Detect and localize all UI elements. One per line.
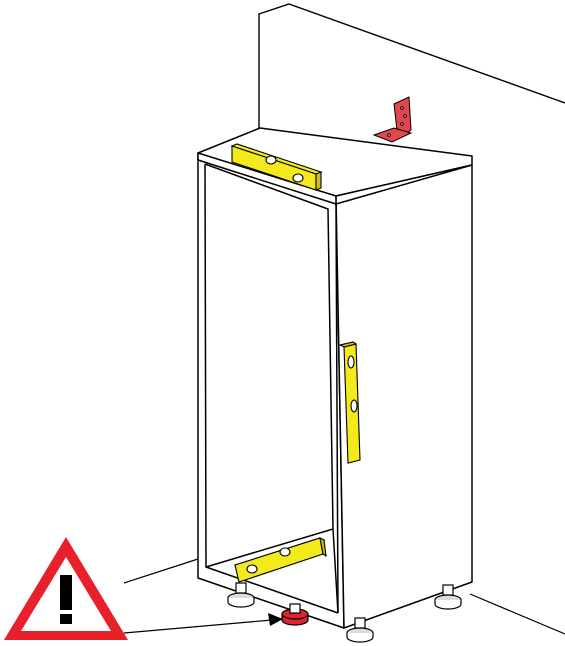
foot-base-rim [346,633,374,643]
foot-base-rim [227,598,255,608]
cabinet-bottom-inner-edge [205,566,339,614]
warning-pointer [123,613,283,634]
level-vial [347,355,355,369]
bracket-vertical-plate [393,96,412,140]
adjustable-foot-icon [434,584,462,610]
level-vial [265,155,277,165]
bracket-hole [400,122,404,126]
foot-stem [235,582,247,594]
cabinet-bottom-inner-back [332,528,339,614]
shim-pad-icon [281,603,309,626]
cabinet-top-front-edge [197,159,337,205]
pointer-line [123,619,273,634]
adjustable-foot-icon [227,582,255,608]
level-vial [292,173,304,183]
level-vial [279,547,291,557]
spirit-level-icon [338,341,361,464]
floor-line-right [469,593,565,635]
floor-lines [123,558,565,635]
wall-outline [258,3,565,137]
floor-line-left [123,558,199,584]
adjustable-foot-icon [346,617,374,643]
cabinet-side-inner [335,203,339,614]
bracket-hole [403,114,407,118]
level-end-face [315,171,322,191]
foot-stem [354,617,366,629]
wall [258,3,565,137]
foot-stem [442,584,454,596]
angle-bracket-icon [372,96,413,143]
cabinet [197,127,473,629]
level-end-face [319,537,327,558]
cabinet-top-side-edge [335,164,473,205]
foot-base-rim [434,600,462,610]
warning-exclamation-bar [60,575,72,610]
pointer-arrowhead [268,613,283,626]
level-side-face [338,341,358,348]
level-vial [246,564,258,574]
level-vial [350,399,358,413]
cabinet-side [335,164,473,629]
bracket-hole [387,133,391,137]
warning-exclamation-dot [60,614,72,624]
bracket-hole [400,106,404,110]
bracket-horizontal-plate [372,127,413,143]
spirit-level-icon [230,143,323,191]
warning-triangle-icon [4,537,128,640]
spirit-level-icon [233,537,327,583]
shim-stem [289,603,301,614]
